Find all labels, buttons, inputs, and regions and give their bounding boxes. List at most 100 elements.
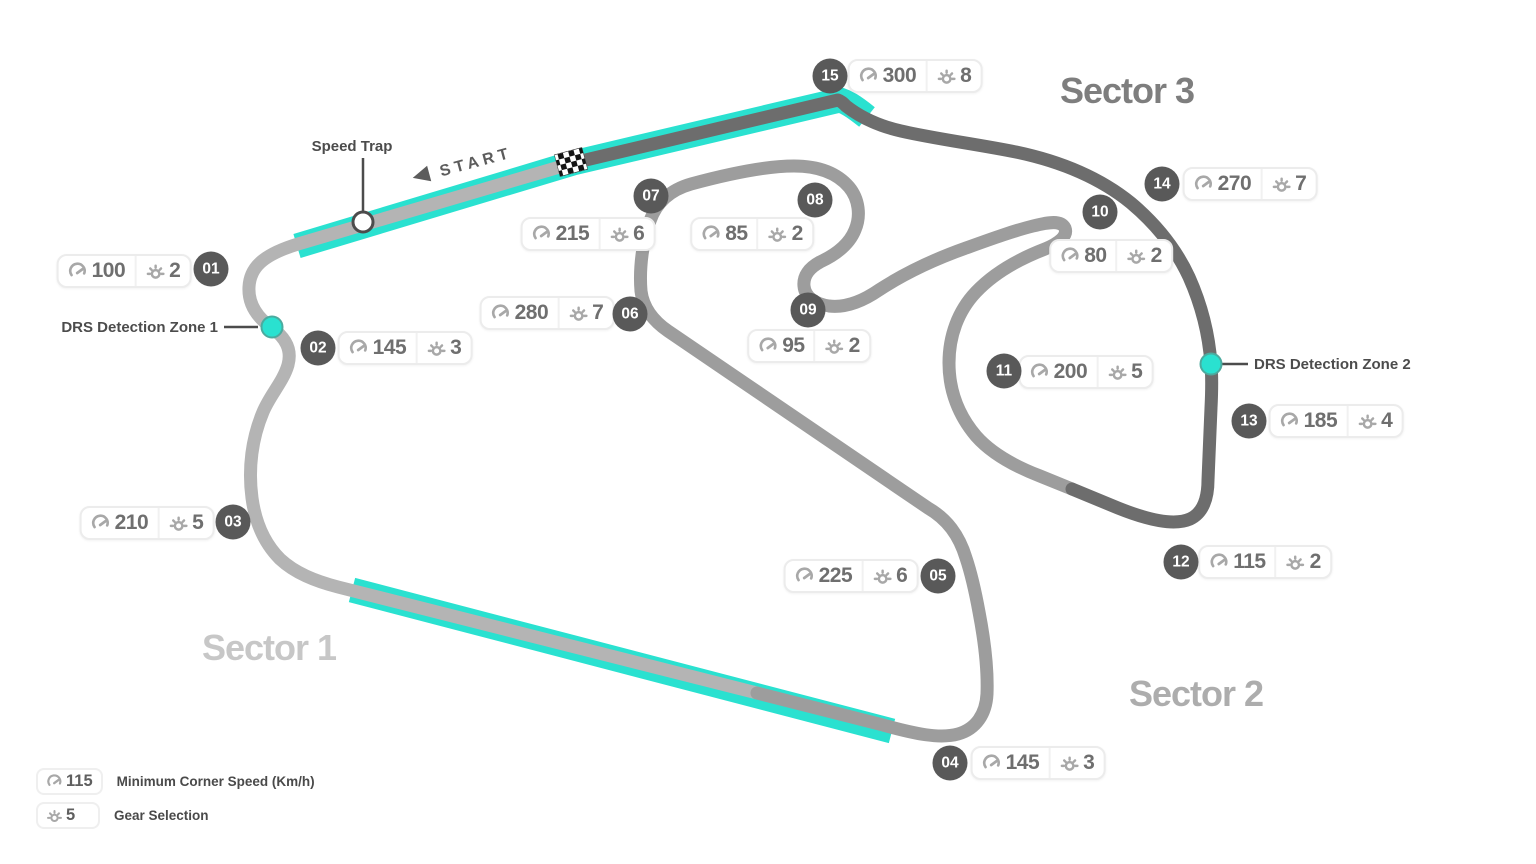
corner-08-marker: 08 — [797, 182, 833, 218]
legend-gear-label: Gear Selection — [114, 808, 209, 823]
gear-icon — [937, 69, 956, 84]
speed-trap-dot — [351, 210, 375, 234]
corner-speed-value: 80 — [1084, 244, 1107, 267]
corner-gear: 6 — [598, 219, 653, 249]
corner-speed-value: 270 — [1217, 172, 1252, 195]
corner-05-info: 225 6 — [783, 559, 919, 593]
legend-gear-example: 5 — [66, 806, 76, 824]
gear-icon — [610, 227, 629, 242]
gear-icon — [427, 341, 446, 356]
corner-speed: 80 — [1051, 241, 1115, 271]
gear-icon — [873, 569, 892, 584]
corner-09-info: 95 2 — [747, 329, 871, 363]
speedometer-icon — [68, 262, 86, 277]
drs-detection-1-dot — [260, 315, 284, 339]
speedometer-icon — [702, 225, 720, 240]
corner-gear: 5 — [157, 508, 212, 538]
corner-speed-value: 280 — [514, 301, 549, 324]
gear-icon — [825, 339, 844, 354]
corner-speed-value: 185 — [1303, 409, 1338, 432]
corner-speed: 115 — [1200, 547, 1274, 577]
sector-1-label: Sector 1 — [201, 627, 337, 668]
corner-speed: 95 — [749, 331, 813, 361]
legend-speed-label: Minimum Corner Speed (Km/h) — [116, 774, 315, 789]
corner-02-marker: 02 — [300, 330, 336, 366]
corner-gear-value: 2 — [1309, 550, 1322, 573]
corner-gear: 8 — [925, 61, 980, 91]
corner-gear-value: 3 — [1083, 751, 1095, 774]
speed-trap-label: Speed Trap — [311, 138, 393, 155]
corner-11-marker: 11 — [986, 353, 1022, 389]
corner-03-marker: 03 — [215, 504, 251, 540]
corner-02-info: 145 3 — [337, 331, 473, 365]
corner-speed: 145 — [340, 333, 416, 363]
corner-13-marker: 13 — [1231, 403, 1267, 439]
corner-10-marker: 10 — [1082, 194, 1118, 230]
corner-05-marker: 05 — [920, 558, 956, 594]
speedometer-icon — [759, 337, 777, 352]
gear-icon — [569, 306, 588, 321]
corner-01-marker: 01 — [193, 251, 229, 287]
corner-speed: 210 — [82, 508, 158, 538]
gear-icon — [768, 227, 787, 242]
drs-detection-point-1 — [224, 315, 284, 339]
corner-speed-value: 225 — [818, 564, 853, 587]
speedometer-icon — [349, 339, 367, 354]
corner-gear: 2 — [813, 331, 869, 361]
corner-gear-value: 5 — [192, 511, 204, 534]
corner-speed-value: 200 — [1053, 360, 1088, 383]
corner-03-info: 210 5 — [79, 506, 215, 540]
corner-speed: 200 — [1021, 357, 1097, 387]
speedometer-icon — [982, 754, 1000, 769]
start-arrow-icon — [412, 165, 432, 182]
corner-14-info: 270 7 — [1182, 167, 1318, 201]
corner-gear: 2 — [756, 219, 812, 249]
corner-gear-value: 3 — [450, 336, 462, 359]
corner-gear-value: 2 — [791, 222, 804, 245]
legend-gear-row: 5 Gear Selection — [36, 802, 315, 829]
corner-gear: 7 — [557, 298, 612, 328]
corner-gear: 3 — [1048, 748, 1103, 778]
speedometer-icon — [47, 774, 62, 786]
corner-gear-value: 7 — [592, 301, 604, 324]
corner-gear-value: 2 — [1150, 244, 1163, 267]
speed-trap-marker — [351, 158, 375, 234]
legend-speed-example: 115 — [66, 772, 93, 790]
corner-gear-value: 2 — [848, 334, 861, 357]
speedometer-icon — [1061, 247, 1079, 262]
corner-gear: 4 — [1346, 406, 1401, 436]
gear-icon — [1358, 414, 1377, 429]
drs-zone-1-label: DRS Detection Zone 1 — [61, 319, 218, 336]
corner-gear: 3 — [415, 333, 470, 363]
corner-gear-value: 6 — [633, 222, 645, 245]
corner-15-marker: 15 — [812, 58, 848, 94]
corner-speed: 215 — [523, 219, 599, 249]
corner-gear: 2 — [1274, 547, 1330, 577]
corner-speed: 185 — [1271, 406, 1347, 436]
corner-speed: 300 — [850, 61, 926, 91]
corner-gear-value: 5 — [1131, 360, 1143, 383]
speedometer-icon — [1210, 553, 1228, 568]
corner-speed-value: 210 — [114, 511, 149, 534]
corner-06-marker: 06 — [612, 296, 648, 332]
corner-gear-value: 7 — [1295, 172, 1307, 195]
corner-09-marker: 09 — [790, 292, 826, 328]
corner-12-info: 115 2 — [1198, 545, 1332, 579]
corner-07-marker: 07 — [633, 178, 669, 214]
drs-detection-point-2 — [1199, 352, 1248, 376]
corner-gear: 6 — [861, 561, 916, 591]
corner-speed-value: 95 — [782, 334, 805, 357]
corner-speed-value: 145 — [1005, 751, 1040, 774]
corner-speed-value: 115 — [1233, 550, 1266, 573]
corner-06-info: 280 7 — [479, 296, 615, 330]
sector-2-track — [634, 159, 1079, 743]
corner-07-info: 215 6 — [520, 217, 656, 251]
gear-icon — [1060, 756, 1079, 771]
corner-04-info: 145 3 — [970, 746, 1106, 780]
